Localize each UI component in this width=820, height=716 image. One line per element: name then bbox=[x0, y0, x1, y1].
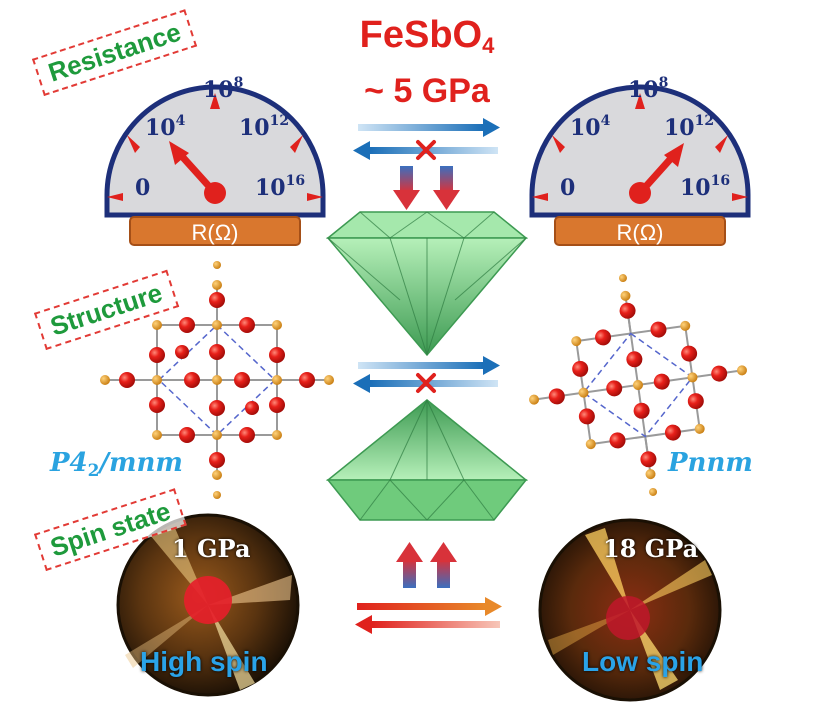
arrow-right-head bbox=[483, 356, 500, 375]
space-group-left-rest: /mnm bbox=[99, 448, 183, 478]
gauge-needle bbox=[629, 143, 684, 204]
tick-label-10e8: 10 bbox=[628, 77, 659, 103]
gauge-needle bbox=[169, 141, 226, 204]
photo-pressure-left: 1 GPa bbox=[172, 534, 251, 563]
gauge-tick-labels: 0 104 108 1012 1016 bbox=[560, 75, 730, 201]
gauge-base bbox=[554, 216, 726, 246]
sample-spot bbox=[184, 576, 232, 624]
tick-exp-16: 16 bbox=[711, 173, 730, 189]
tick-label-10e4: 10 bbox=[145, 115, 176, 141]
gauge-tick-marks bbox=[107, 93, 323, 201]
tick-label-0: 0 bbox=[135, 175, 150, 201]
gauge-tick-marks bbox=[532, 93, 748, 201]
atoms-metal bbox=[100, 261, 334, 499]
atoms-o bbox=[119, 292, 315, 468]
blocked-cross-icon bbox=[416, 373, 436, 393]
tick-label-10e12: 10 bbox=[239, 115, 270, 141]
svg-text:104: 104 bbox=[145, 113, 186, 141]
tick-exp-4: 4 bbox=[176, 113, 186, 129]
gauge-unit: R(Ω) bbox=[617, 220, 664, 245]
svg-text:104: 104 bbox=[570, 113, 611, 141]
space-group-left-main: P4 bbox=[50, 448, 88, 478]
gauge-base bbox=[129, 216, 301, 246]
gauge-face bbox=[104, 84, 326, 218]
svg-text:1012: 1012 bbox=[664, 113, 714, 141]
svg-text:1012: 1012 bbox=[239, 113, 289, 141]
tick-exp-8: 8 bbox=[234, 75, 244, 91]
atoms-o bbox=[548, 302, 728, 468]
tick-label-10e8: 10 bbox=[203, 77, 234, 103]
spin-label-left: High spin bbox=[140, 646, 268, 677]
resistance-gauge-left: R(Ω) 0 104 108 1012 1016 bbox=[104, 75, 326, 246]
arrow-right-head bbox=[485, 597, 502, 616]
spin-label-right: Low spin bbox=[582, 646, 704, 677]
svg-text:1016: 1016 bbox=[680, 173, 730, 201]
arrow-left-head bbox=[355, 615, 372, 634]
svg-text:1016: 1016 bbox=[255, 173, 305, 201]
space-group-left: P42/mnm bbox=[50, 448, 183, 481]
svg-text:108: 108 bbox=[628, 75, 668, 103]
arrows-bottom bbox=[355, 597, 502, 634]
tick-exp-8: 8 bbox=[659, 75, 669, 91]
svg-text:108: 108 bbox=[203, 75, 243, 103]
arrow-left-head bbox=[353, 141, 370, 160]
gauge-face bbox=[529, 84, 751, 218]
photo-high-spin bbox=[116, 513, 300, 697]
sample-spot bbox=[606, 596, 650, 640]
arrows-up bbox=[396, 542, 457, 588]
title-pressure: ~ 5 GPa bbox=[364, 72, 490, 110]
arrows-down bbox=[393, 166, 460, 210]
formula-subscript: 4 bbox=[482, 33, 495, 58]
tick-exp-16: 16 bbox=[286, 173, 305, 189]
tick-label-0: 0 bbox=[560, 175, 575, 201]
unit-cell bbox=[157, 323, 277, 437]
tick-exp-12: 12 bbox=[695, 113, 714, 129]
unit-cell bbox=[582, 332, 694, 438]
tick-exp-12: 12 bbox=[270, 113, 289, 129]
formula-main: FeSbO bbox=[359, 14, 483, 56]
structure-right bbox=[529, 274, 747, 496]
tick-label-10e16: 10 bbox=[255, 175, 286, 201]
diamond-anvil-top bbox=[325, 211, 529, 357]
blocked-cross-icon bbox=[416, 140, 436, 160]
diamond-anvil-bottom bbox=[325, 399, 529, 521]
tick-label-10e12: 10 bbox=[664, 115, 695, 141]
tick-label-10e16: 10 bbox=[680, 175, 711, 201]
arrow-left-head bbox=[353, 374, 370, 393]
photo-low-spin bbox=[538, 518, 722, 702]
structure-left bbox=[100, 261, 334, 499]
title-formula: FeSbO4 bbox=[332, 14, 522, 59]
space-group-right: Pnnm bbox=[668, 448, 753, 478]
tick-label-10e4: 10 bbox=[570, 115, 601, 141]
arrows-top bbox=[353, 118, 500, 160]
arrow-right-head bbox=[483, 118, 500, 137]
resistance-gauge-right: R(Ω) 0 104 108 1012 1016 bbox=[529, 75, 751, 246]
gauge-tick-labels: 0 104 108 1012 1016 bbox=[135, 75, 305, 201]
arrows-middle bbox=[353, 356, 500, 393]
photo-pressure-right: 18 GPa bbox=[603, 534, 699, 563]
tick-exp-4: 4 bbox=[601, 113, 611, 129]
atoms-metal bbox=[529, 274, 747, 496]
gauge-unit: R(Ω) bbox=[192, 220, 239, 245]
space-group-left-sub: 2 bbox=[87, 461, 100, 481]
